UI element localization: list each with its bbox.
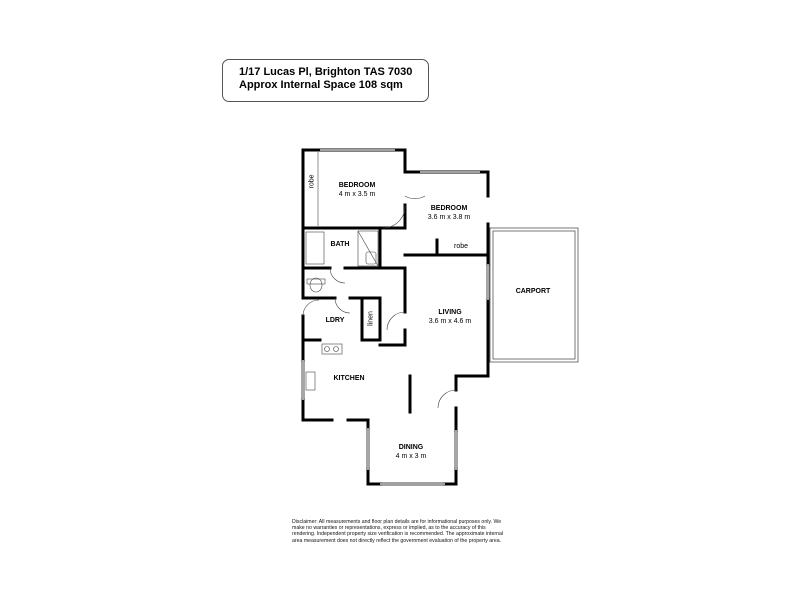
property-address: 1/17 Lucas Pl, Brighton TAS 7030 xyxy=(239,66,413,78)
property-info-box: 1/17 Lucas Pl, Brighton TAS 7030 Approx … xyxy=(222,59,429,102)
bedroom-1-dims: 4 m x 3.5 m xyxy=(338,191,376,198)
internal-space: Approx Internal Space 108 sqm xyxy=(239,79,403,91)
carport-label: CARPORT xyxy=(508,287,558,296)
bedroom-2-dims: 3.6 m x 3.8 m xyxy=(427,214,471,221)
ldry-name: LDRY xyxy=(325,317,345,324)
bedroom-2-name: BEDROOM xyxy=(430,205,468,212)
disclaimer-text: Disclaimer: All measurements and floor p… xyxy=(292,519,503,544)
bath-name: BATH xyxy=(330,241,350,248)
bedroom-1-label: BEDROOM 4 m x 3.5 m xyxy=(326,181,388,199)
living-dims: 3.6 m x 4.6 m xyxy=(428,318,472,325)
bedroom-2-label: BEDROOM 3.6 m x 3.8 m xyxy=(418,204,480,222)
living-label: LIVING 3.6 m x 4.6 m xyxy=(415,308,485,326)
kitchen-name: KITCHEN xyxy=(333,375,365,382)
dining-dims: 4 m x 3 m xyxy=(395,453,427,460)
fixtures xyxy=(302,152,457,409)
kitchen-label: KITCHEN xyxy=(328,374,370,383)
ldry-label: LDRY xyxy=(320,316,350,325)
windows xyxy=(301,148,490,486)
bath-label: BATH xyxy=(326,240,354,249)
dining-label: DINING 4 m x 3 m xyxy=(385,443,437,461)
dining-name: DINING xyxy=(398,444,424,451)
carport-name: CARPORT xyxy=(515,288,551,295)
linen-label: linen xyxy=(367,311,375,326)
carport-outline xyxy=(489,227,579,363)
bedroom-1-name: BEDROOM xyxy=(338,182,376,189)
living-name: LIVING xyxy=(438,309,462,316)
robe-2-label: robe xyxy=(453,243,468,250)
robe-1-label: robe xyxy=(308,174,316,189)
